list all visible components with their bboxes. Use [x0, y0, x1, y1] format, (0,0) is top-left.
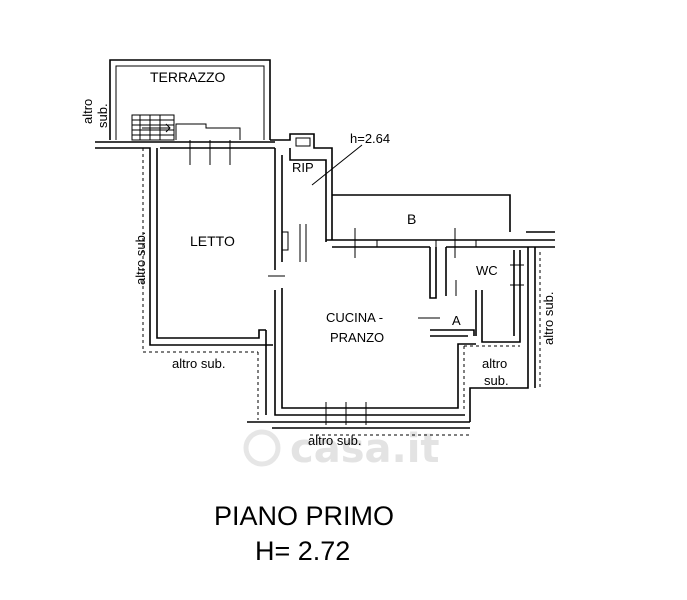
room-label-pranzo: PRANZO — [330, 330, 384, 345]
neighbour-label-bottom-right-line2: sub. — [484, 373, 509, 388]
rip-height-label: h=2.64 — [350, 131, 390, 146]
watermark-text: casa.it — [290, 426, 440, 472]
neighbour-label-bottom-left: altro sub. — [172, 356, 225, 371]
neighbour-label-bottom-center: altro sub. — [308, 433, 361, 448]
room-label-rip: RIP — [292, 160, 314, 175]
floor-height: H= 2.72 — [255, 536, 350, 566]
neighbour-outlines — [142, 148, 541, 436]
room-label-a: A — [452, 313, 461, 328]
neighbour-label-left: altro sub. — [133, 232, 148, 285]
rip-walls — [268, 133, 333, 277]
b-area — [326, 194, 555, 258]
neighbour-label-top-left-line2: sub. — [95, 103, 110, 128]
right-walls — [463, 231, 555, 422]
room-label-cucina: CUCINA - — [326, 310, 383, 325]
watermark: casa.it — [243, 426, 440, 472]
room-label-terrazzo: TERRAZZO — [150, 69, 226, 85]
height-leader-line — [311, 144, 363, 186]
terrazzo-area — [109, 59, 271, 165]
neighbour-label-top-left-line1: altro — [80, 99, 95, 124]
cucina-walls — [247, 288, 476, 429]
neighbour-label-right: altro sub. — [541, 292, 556, 345]
room-label-wc: WC — [476, 263, 498, 278]
letto-walls — [95, 141, 275, 346]
room-label-letto: LETTO — [190, 233, 235, 249]
floor-title: PIANO PRIMO — [214, 501, 394, 531]
room-label-b: B — [407, 211, 416, 227]
neighbour-label-bottom-right-line1: altro — [482, 356, 507, 371]
wc-walls — [418, 247, 524, 343]
